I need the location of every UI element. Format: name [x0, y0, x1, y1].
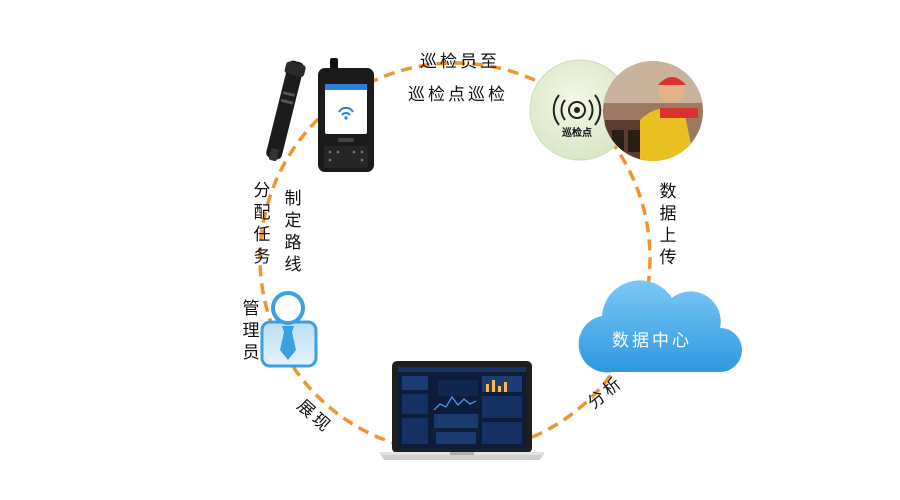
admin-person-icon	[260, 291, 318, 368]
top-label-line1: 巡检员至	[420, 52, 500, 72]
laptop-icon	[380, 361, 544, 460]
admin-label: 管理员	[242, 299, 260, 363]
handheld-terminal-icon	[318, 58, 374, 172]
route-planning-label: 制定路线	[284, 189, 302, 275]
top-label-line2: 巡检点巡检	[408, 85, 508, 105]
assign-task-label: 分配任务	[253, 181, 271, 267]
inspector-photo-icon	[603, 61, 703, 161]
cloud-label: 数据中心	[612, 331, 692, 351]
upload-label: 数据上传	[659, 182, 677, 268]
flashlight-icon	[266, 60, 306, 161]
nfc-tag-icon	[529, 59, 631, 161]
cloud-icon	[578, 280, 742, 373]
tag-label: 巡检点	[562, 128, 592, 139]
